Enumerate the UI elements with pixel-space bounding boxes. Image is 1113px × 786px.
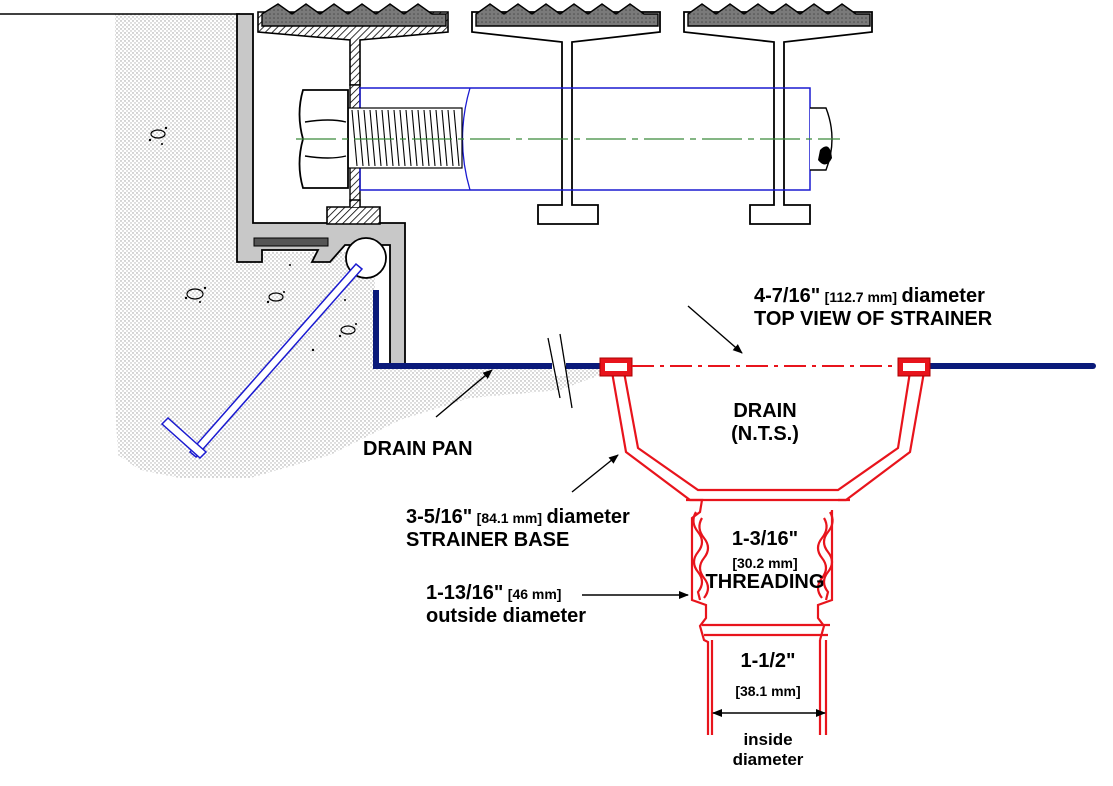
bolt-thread-line bbox=[429, 109, 436, 167]
bolt-thread-line bbox=[441, 109, 448, 167]
drain-label-line1: DRAIN bbox=[733, 400, 797, 422]
strainer-base-caption: STRAINER BASE bbox=[406, 529, 570, 551]
threading-caption: THREADING bbox=[705, 571, 825, 594]
drain-label-line2: (N.T.S.) bbox=[731, 423, 799, 445]
outside-diameter-size: 1-13/16" bbox=[426, 582, 504, 604]
bolt-thread-line bbox=[423, 109, 430, 167]
bolt-thread-line bbox=[387, 109, 394, 167]
drain-label: DRAIN (N.T.S.) bbox=[715, 400, 815, 446]
threading-metric: [30.2 mm] bbox=[732, 555, 798, 571]
top-view-size: 4-7/16" bbox=[754, 285, 821, 307]
grating-bar bbox=[471, 11, 873, 225]
inside-diameter-caption: inside diameter bbox=[712, 730, 824, 769]
bolt-thread-line bbox=[381, 109, 388, 167]
outside-diameter-metric: [46 mm] bbox=[507, 586, 562, 602]
inside-diameter-caption-line1: inside bbox=[743, 730, 793, 749]
drain-body bbox=[610, 371, 926, 735]
strainer-flange bbox=[599, 357, 931, 377]
anchor-rod bbox=[160, 262, 364, 460]
inside-diameter-caption-line2: diameter bbox=[732, 749, 804, 769]
bolt-thread-line bbox=[375, 109, 382, 167]
bolt-thread-line bbox=[399, 109, 406, 167]
drain-pan-label: DRAIN PAN bbox=[363, 438, 473, 460]
cross-rod bbox=[296, 87, 840, 191]
top-view-metric: [112.7 mm] bbox=[824, 289, 898, 305]
bolt-thread-line bbox=[351, 109, 358, 167]
drain-pan bbox=[373, 290, 1096, 409]
inside-diameter-label: 1-1/2" [38.1 mm] bbox=[712, 650, 824, 699]
threading-label: 1-3/16" [30.2 mm] THREADING bbox=[700, 528, 830, 594]
bolt-thread-line bbox=[369, 109, 376, 167]
strainer-base-metric: [84.1 mm] bbox=[476, 510, 543, 526]
bolt-thread-line bbox=[393, 109, 400, 167]
strainer-base-label: 3-5/16" [84.1 mm] diameter STRAINER BASE bbox=[406, 506, 630, 552]
bolt-thread-line bbox=[363, 109, 370, 167]
outside-diameter-label: 1-13/16" [46 mm] outside diameter bbox=[426, 582, 586, 628]
strainer-base-unit: diameter bbox=[546, 506, 630, 528]
bolt-thread-line bbox=[411, 109, 418, 167]
strainer-base-size: 3-5/16" bbox=[406, 506, 473, 528]
top-view-label: 4-7/16" [112.7 mm] diameter TOP VIEW OF … bbox=[754, 285, 992, 331]
top-view-caption: TOP VIEW OF STRAINER bbox=[754, 308, 993, 330]
bolt-thread-line bbox=[453, 109, 460, 167]
bolt-thread-line bbox=[357, 109, 364, 167]
bolt-thread-line bbox=[417, 109, 424, 167]
threading-size: 1-3/16" bbox=[731, 528, 799, 550]
top-view-unit: diameter bbox=[901, 285, 985, 307]
inside-diameter-metric: [38.1 mm] bbox=[735, 683, 801, 699]
bolt-thread-line bbox=[447, 109, 454, 167]
leader-lines bbox=[435, 305, 826, 717]
inside-diameter-size: 1-1/2" bbox=[740, 650, 796, 672]
bolt-thread-line bbox=[405, 109, 412, 167]
grating-top-serrations bbox=[475, 3, 871, 27]
outside-diameter-caption: outside diameter bbox=[426, 605, 587, 627]
bolt-thread-line bbox=[435, 109, 442, 167]
